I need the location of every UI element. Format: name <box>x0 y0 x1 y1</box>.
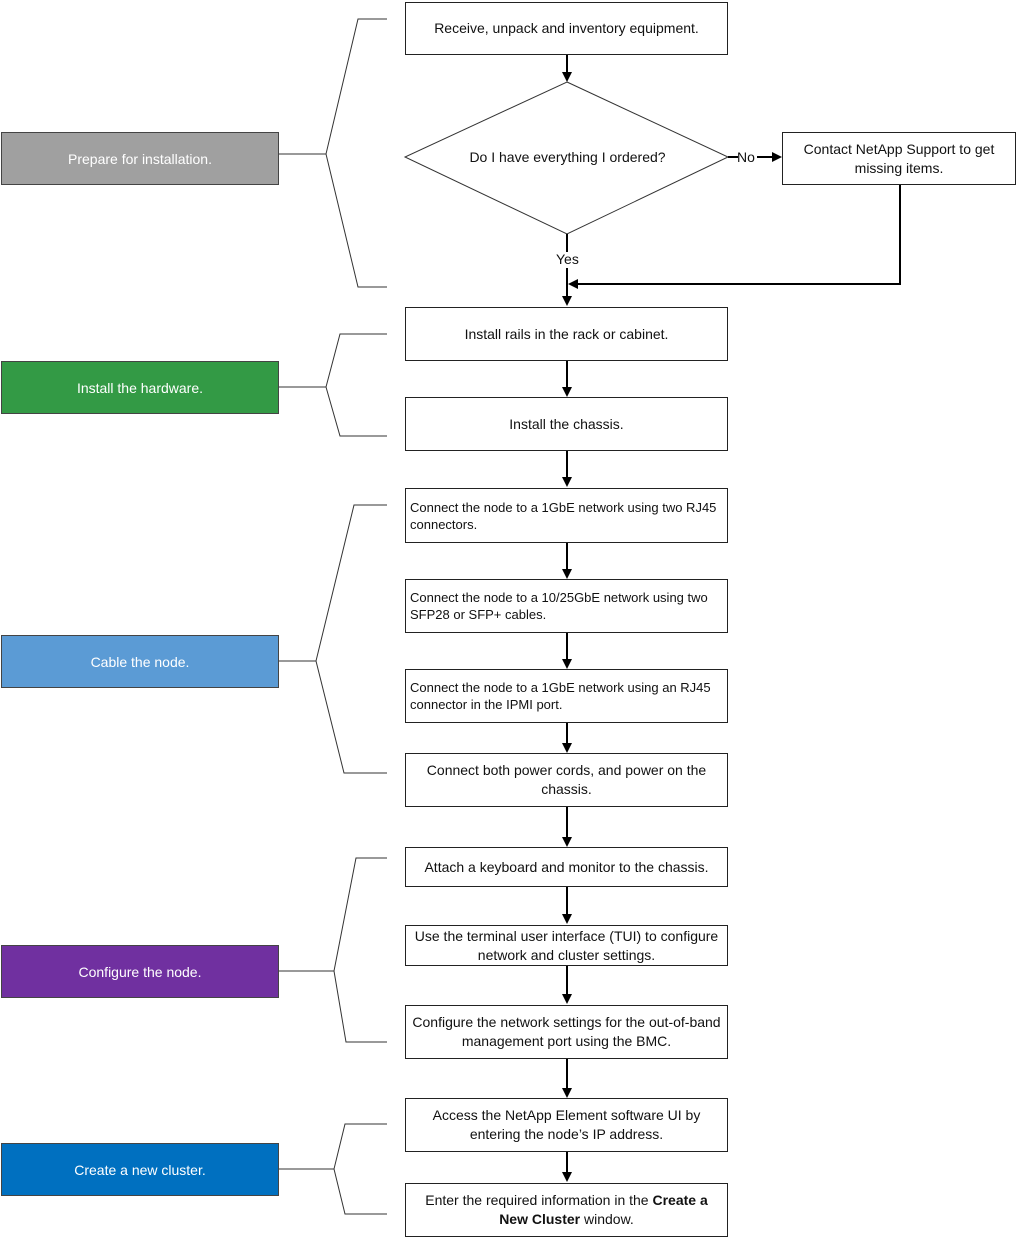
phase-prepare: Prepare for installation. <box>1 132 279 185</box>
step-power-on: Connect both power cords, and power on t… <box>405 753 728 807</box>
phase-configure-node: Configure the node. <box>1 945 279 998</box>
enter-info-text: Enter the required information in the Cr… <box>425 1192 708 1227</box>
no-label: No <box>737 149 755 165</box>
step-install-rails: Install rails in the rack or cabinet. <box>405 307 728 361</box>
step-enter-info: Enter the required information in the Cr… <box>405 1183 728 1237</box>
phase-create-cluster: Create a new cluster. <box>1 1143 279 1196</box>
create-cluster-window-name: Create a New Cluster <box>499 1192 708 1227</box>
step-receive: Receive, unpack and inventory equipment. <box>405 2 728 55</box>
phase-cable-node: Cable the node. <box>1 635 279 688</box>
step-contact-support: Contact NetApp Support to get missing it… <box>782 132 1016 185</box>
phase-braces <box>279 18 387 1215</box>
phase-install-hardware: Install the hardware. <box>1 361 279 414</box>
step-keyboard-monitor: Attach a keyboard and monitor to the cha… <box>405 847 728 887</box>
decision-text: Do I have everything I ordered? <box>469 149 666 165</box>
arrow-contact-return <box>568 185 901 289</box>
step-tui: Use the terminal user interface (TUI) to… <box>405 925 728 966</box>
step-connect-10-25gbe: Connect the node to a 10/25GbE network u… <box>405 579 728 633</box>
step-bmc: Configure the network settings for the o… <box>405 1005 728 1059</box>
step-connect-1gbe: Connect the node to a 1GbE network using… <box>405 488 728 543</box>
step-connect-ipmi: Connect the node to a 1GbE network using… <box>405 669 728 723</box>
step-access-ui: Access the NetApp Element software UI by… <box>405 1098 728 1152</box>
yes-label: Yes <box>556 251 579 267</box>
step-install-chassis: Install the chassis. <box>405 397 728 451</box>
